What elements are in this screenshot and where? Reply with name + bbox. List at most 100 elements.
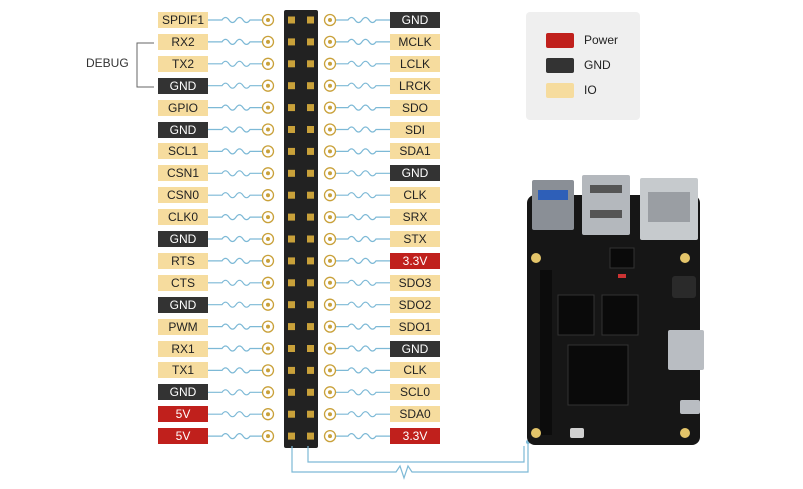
header-pin <box>307 16 314 24</box>
pin-label: RX1 <box>158 340 208 357</box>
right-wire <box>334 389 390 396</box>
header-pin <box>288 38 295 46</box>
pin-label: SDO3 <box>390 274 440 291</box>
legend-label: GND <box>584 58 611 72</box>
legend-label: IO <box>584 83 597 97</box>
header-pin <box>307 104 314 112</box>
pin-label: 5V <box>158 406 208 423</box>
right-wire <box>334 126 390 133</box>
left-wire <box>208 389 264 396</box>
pin-label: SDO1 <box>390 318 440 335</box>
usb2-port <box>582 175 630 235</box>
right-wire <box>334 345 390 352</box>
header-pins <box>288 16 314 440</box>
header-pin <box>307 213 314 221</box>
header-pin <box>307 38 314 46</box>
header-pin <box>288 82 295 90</box>
pin-label: GND <box>158 296 208 313</box>
left-connector-dot <box>266 215 270 220</box>
right-wire <box>334 214 390 221</box>
hdmi-port <box>668 330 704 370</box>
connection-wires <box>208 16 390 440</box>
usb2-port-insert <box>590 210 622 218</box>
header-pin <box>288 60 295 68</box>
left-wire <box>208 16 264 24</box>
header-pin <box>288 279 295 287</box>
gpio-header <box>284 10 318 448</box>
left-connector-dot <box>266 412 270 417</box>
mount-hole <box>531 428 541 438</box>
right-wire <box>334 279 390 286</box>
right-wire <box>334 192 390 199</box>
left-connector-dot <box>266 302 270 307</box>
right-connector-dot <box>328 368 332 373</box>
pin-label: GND <box>390 165 440 182</box>
right-connector-dot <box>328 105 332 110</box>
header-pin <box>307 301 314 309</box>
right-connector-dot <box>328 193 332 198</box>
left-wire <box>208 301 264 308</box>
header-pin <box>288 366 295 374</box>
header-pin <box>307 126 314 133</box>
left-wire <box>208 257 264 264</box>
right-connector-dot <box>328 280 332 285</box>
board-gpio-header <box>540 270 552 435</box>
header-pin <box>307 60 314 68</box>
header-pin <box>307 279 314 287</box>
pin-label: GND <box>390 12 440 28</box>
pin-label: SCL1 <box>158 143 208 160</box>
left-wire <box>208 323 264 330</box>
right-connector-dot <box>328 412 332 417</box>
left-wire <box>208 235 264 243</box>
right-connector-dot <box>328 390 332 395</box>
debug-group-label: DEBUG <box>86 56 129 70</box>
left-wire <box>208 192 264 199</box>
header-pin <box>288 169 295 177</box>
left-connector-dot <box>266 237 270 241</box>
right-wire <box>334 170 390 177</box>
right-connector-dot <box>328 346 332 351</box>
pin-label: SCL0 <box>390 384 440 401</box>
right-connector-dot <box>328 171 332 176</box>
pin-connectors <box>261 13 337 443</box>
right-wire <box>334 38 390 45</box>
pin-label: RTS <box>158 252 208 269</box>
header-pin <box>307 388 314 396</box>
usb3-port-insert <box>538 190 568 200</box>
header-to-board-line <box>291 442 529 480</box>
left-connector-dot <box>266 127 270 132</box>
right-connector-dot <box>328 324 332 329</box>
pin-label: GPIO <box>158 99 208 116</box>
right-wire <box>334 411 390 418</box>
pin-label: SDI <box>390 121 440 138</box>
left-wire <box>208 38 264 45</box>
pin-label: MCLK <box>390 33 440 50</box>
left-wire <box>208 148 264 155</box>
header-pin <box>307 410 314 418</box>
header-pin <box>307 432 314 440</box>
pin-label: SRX <box>390 209 440 226</box>
ram-chip <box>601 294 639 336</box>
header-pin <box>307 323 314 331</box>
header-pin <box>288 432 295 440</box>
header-pin <box>307 366 314 374</box>
header-pin <box>288 104 295 112</box>
pin-label: SDO2 <box>390 296 440 313</box>
right-wire <box>334 367 390 374</box>
left-wire <box>208 82 264 89</box>
pin-label: CLK <box>390 362 440 379</box>
right-wire <box>334 323 390 330</box>
right-connector-dot <box>328 127 332 132</box>
ram-chip <box>557 294 595 336</box>
right-wire <box>334 60 390 67</box>
left-connector-dot <box>266 193 270 198</box>
pin-label: CLK0 <box>158 209 208 226</box>
header-pin <box>288 147 295 155</box>
mount-hole <box>680 253 690 263</box>
button <box>570 428 584 438</box>
header-pin <box>307 345 314 352</box>
right-wire <box>334 16 390 24</box>
right-connector-dot <box>328 83 332 88</box>
header-pin <box>288 16 295 24</box>
